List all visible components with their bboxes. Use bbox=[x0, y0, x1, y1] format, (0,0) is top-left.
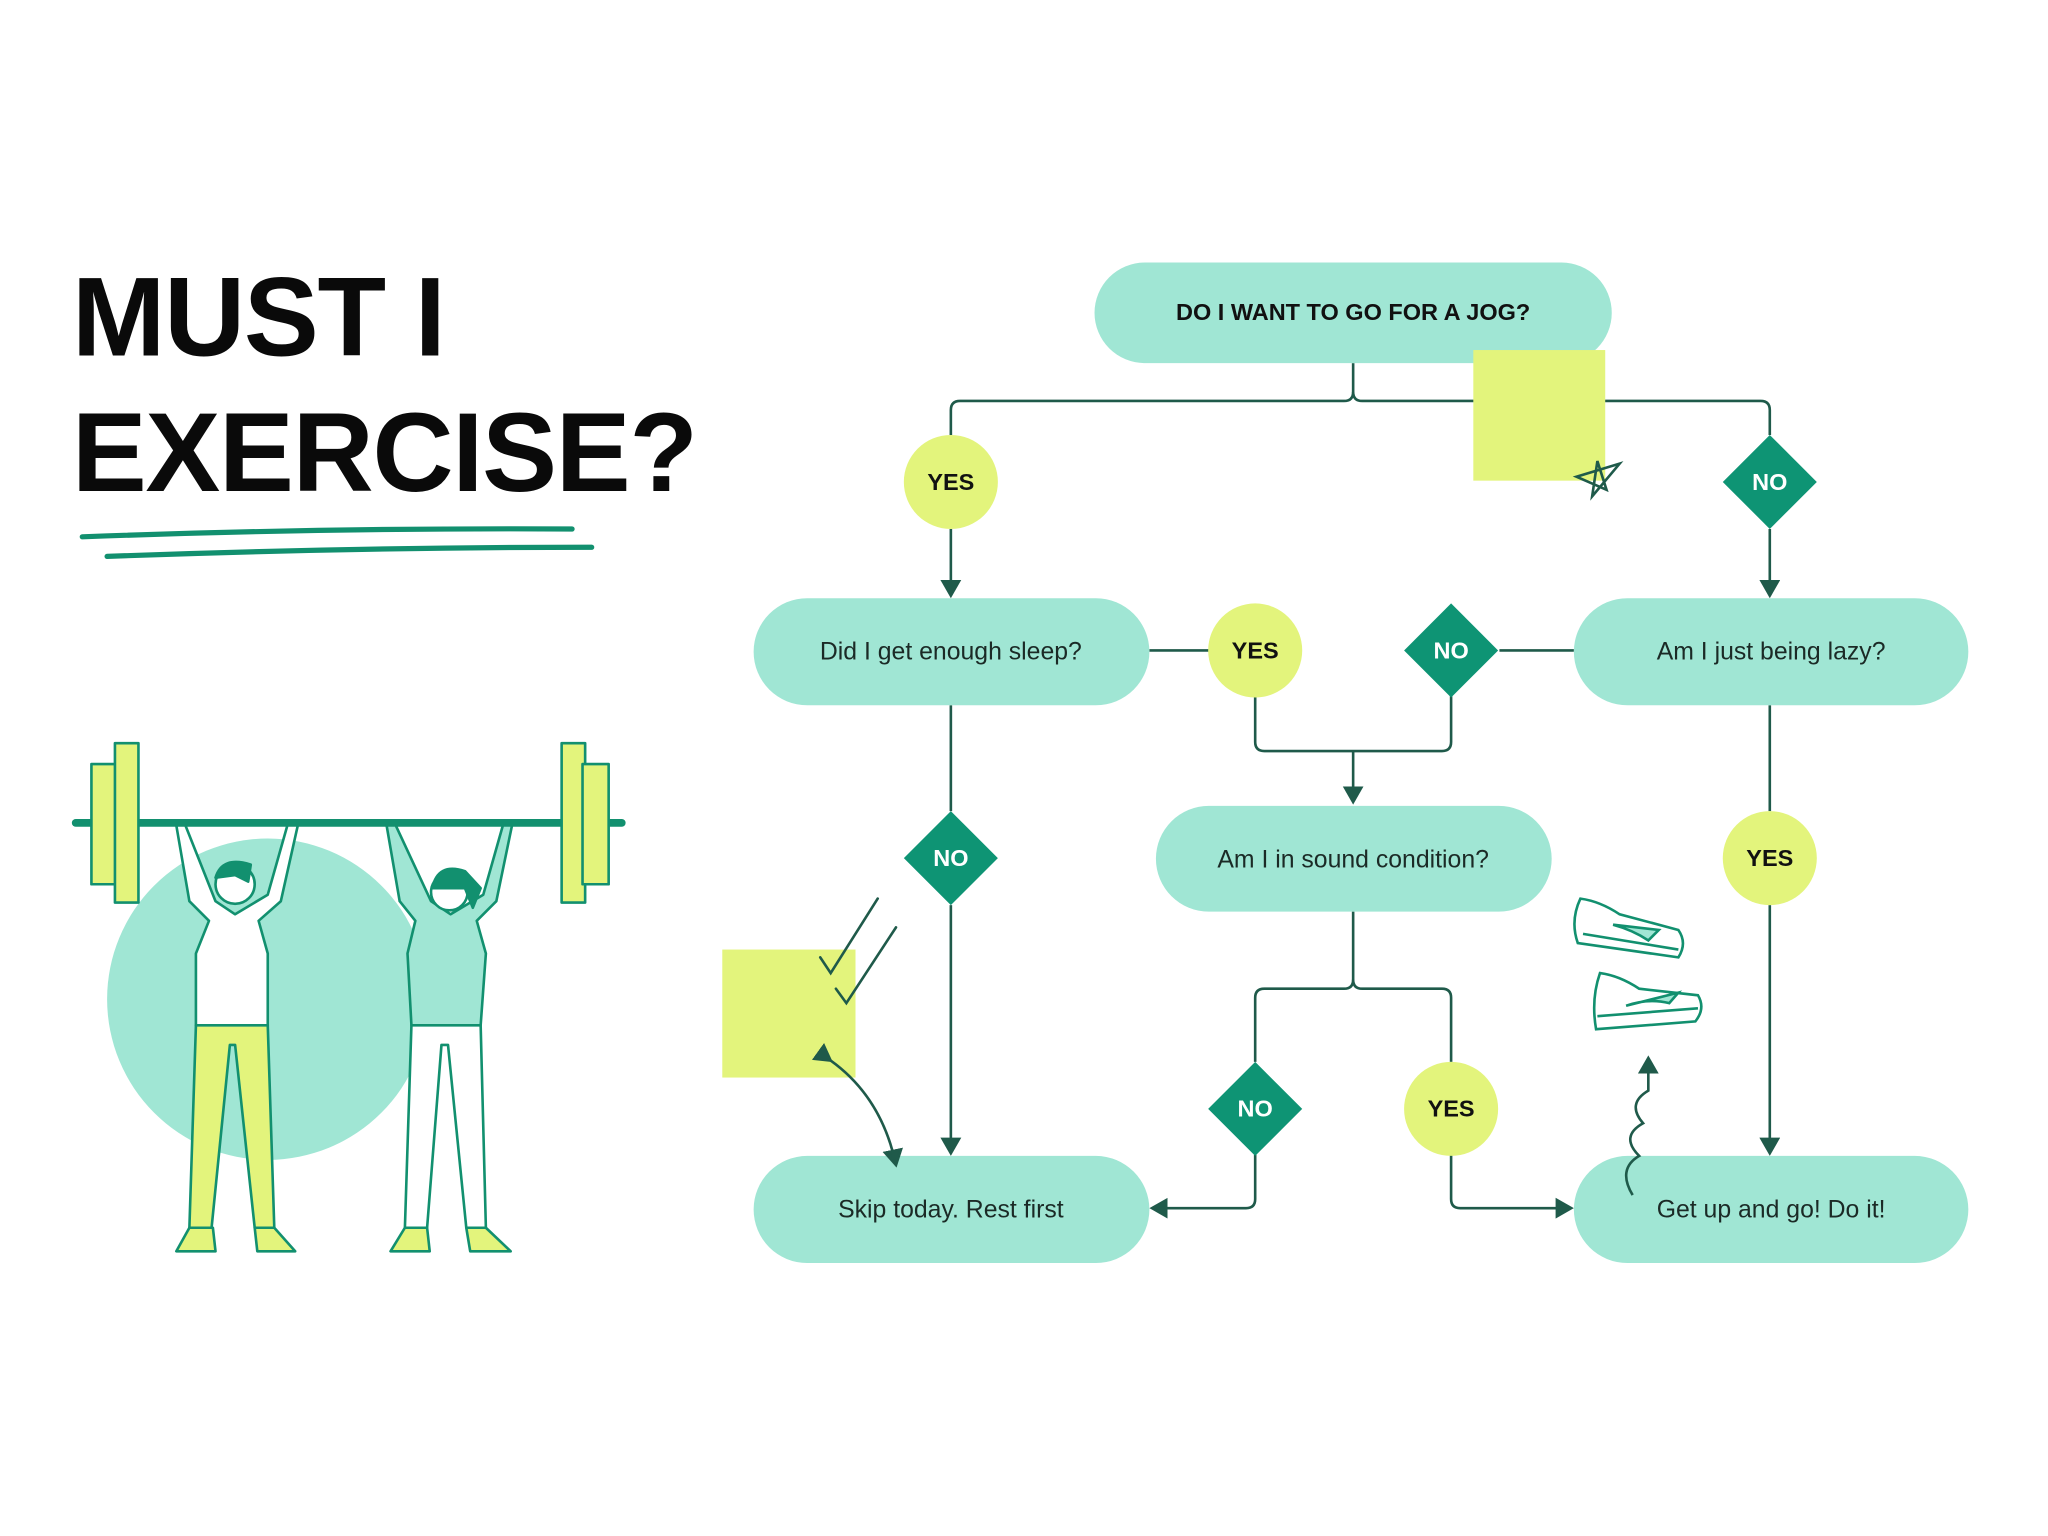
sneakers-icon bbox=[1573, 897, 1703, 1031]
sleep-question-node: Did I get enough sleep? bbox=[753, 598, 1150, 706]
title-line-2: EXERCISE? bbox=[72, 389, 697, 515]
yes-badge-condition: YES bbox=[1404, 1061, 1499, 1156]
checkmark-doodle-icon bbox=[818, 897, 898, 1006]
condition-question: Am I in sound condition? bbox=[1217, 846, 1489, 873]
condition-question-node: Am I in sound condition? bbox=[1155, 805, 1552, 912]
no-badge-jog: NO bbox=[1722, 434, 1817, 529]
title-underline bbox=[79, 526, 595, 560]
yes-label: YES bbox=[1232, 637, 1279, 663]
start-node: DO I WANT TO GO FOR A JOG? bbox=[1094, 262, 1612, 364]
yes-badge-enough-sleep: YES bbox=[1208, 603, 1303, 698]
yes-label: YES bbox=[927, 469, 974, 495]
sleep-question: Did I get enough sleep? bbox=[820, 639, 1082, 666]
no-label: NO bbox=[1238, 1096, 1273, 1122]
go-outcome-node: Get up and go! Do it! bbox=[1573, 1155, 1969, 1264]
rest-outcome: Skip today. Rest first bbox=[838, 1196, 1064, 1223]
weightlifting-illustration bbox=[71, 741, 626, 1253]
star-doodle-icon bbox=[1572, 460, 1624, 501]
connectors bbox=[940, 363, 1781, 1219]
yes-label: YES bbox=[1428, 1096, 1475, 1122]
woman-figure bbox=[385, 824, 514, 1253]
man-figure bbox=[175, 824, 300, 1253]
lazy-question-node: Am I just being lazy? bbox=[1573, 598, 1969, 706]
title-line-1: MUST I bbox=[72, 253, 445, 379]
curved-arrow-doodle-icon bbox=[811, 1042, 903, 1168]
no-badge-condition: NO bbox=[1208, 1061, 1303, 1156]
yes-label: YES bbox=[1746, 845, 1793, 871]
lazy-question: Am I just being lazy? bbox=[1657, 639, 1886, 666]
sticky-note-top bbox=[1473, 350, 1606, 481]
barbell-plates bbox=[90, 741, 610, 904]
squiggle-arrow-doodle-icon bbox=[1624, 1055, 1659, 1196]
no-label: NO bbox=[933, 845, 968, 871]
sticky-note-left bbox=[722, 949, 856, 1078]
no-badge-lazy: NO bbox=[1404, 603, 1499, 698]
go-outcome: Get up and go! Do it! bbox=[1657, 1196, 1886, 1223]
start-question: DO I WANT TO GO FOR A JOG? bbox=[1176, 299, 1530, 325]
yes-badge-sleep: YES bbox=[903, 434, 998, 529]
no-label: NO bbox=[1433, 637, 1468, 663]
no-label: NO bbox=[1752, 469, 1787, 495]
no-badge-sleep: NO bbox=[903, 811, 998, 906]
yes-badge-lazy: YES bbox=[1722, 811, 1817, 906]
rest-outcome-node: Skip today. Rest first bbox=[753, 1155, 1150, 1264]
